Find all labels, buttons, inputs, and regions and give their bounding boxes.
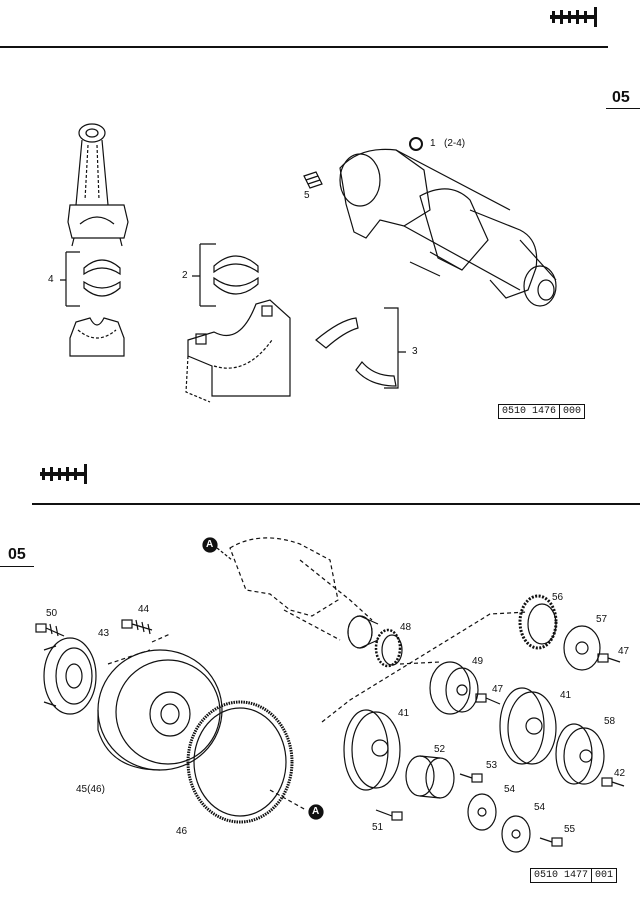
section-tag-top-underline <box>606 108 640 109</box>
section-tag-bottom-underline <box>0 566 34 567</box>
callout-1: 1 <box>430 138 436 149</box>
main-bearing-shells-2 <box>192 243 259 307</box>
connecting-rod-drawing <box>67 123 129 247</box>
callout-3: 3 <box>412 346 418 357</box>
flywheel-45 <box>97 649 223 771</box>
ref-top-part2: 1476 <box>532 406 557 417</box>
rod-bearing-shells-4 <box>60 251 121 307</box>
bolt-55 <box>539 837 563 847</box>
callout-48: 48 <box>400 622 412 633</box>
gear-56 <box>518 594 558 650</box>
callout-42: 42 <box>614 768 626 779</box>
rod-cap-drawing <box>69 317 125 357</box>
pulley-41b <box>499 687 557 765</box>
ref-bottom-part1: 0510 <box>534 870 559 881</box>
plate-54b <box>501 815 531 853</box>
crank-snout-drawing <box>347 615 379 649</box>
bolt-51 <box>375 809 403 821</box>
callout-41a: 41 <box>398 708 410 719</box>
bolt-47b <box>597 653 621 663</box>
callout-47b: 47 <box>618 646 630 657</box>
section-tag-top: 05 <box>612 89 630 106</box>
callout-58: 58 <box>604 716 616 727</box>
engine-block-icon <box>550 7 597 27</box>
ref-bottom-part3: 001 <box>591 869 616 882</box>
callout-5: 5 <box>304 190 310 201</box>
callout-50: 50 <box>46 608 58 619</box>
callout-46: 46 <box>176 826 188 837</box>
callout-56: 56 <box>552 592 564 603</box>
callout-4: 4 <box>48 274 54 285</box>
figure-reference-bottom: 0510 1477 001 <box>530 868 618 883</box>
bolt-44 <box>121 619 153 635</box>
figure-reference-top: 0510 1476 000 <box>498 404 586 419</box>
crankshaft-drawing <box>339 148 557 307</box>
marker-a-label-bottom: A <box>312 806 320 817</box>
callout-49: 49 <box>472 656 484 667</box>
callout-57: 57 <box>596 614 608 625</box>
bolt-42 <box>601 777 625 787</box>
ref-top-part1: 0510 <box>502 406 527 417</box>
ref-top-part3: 000 <box>559 405 584 418</box>
callout-1-qty: (2-4) <box>444 138 466 149</box>
pulley-41a <box>343 709 401 791</box>
pulley-49 <box>429 661 479 715</box>
hub-57 <box>563 625 601 671</box>
bolt-47a <box>475 693 501 705</box>
damper-pulley-43 <box>43 637 97 715</box>
callout-52: 52 <box>434 744 446 755</box>
marker-a-label-top: A <box>206 539 214 550</box>
ref-bottom-part2: 1477 <box>564 870 589 881</box>
marker-a-top <box>202 537 233 561</box>
callout-44: 44 <box>138 604 150 615</box>
callout-41b: 41 <box>560 690 572 701</box>
thrust-washers-3 <box>315 307 406 389</box>
bolt-50 <box>35 623 65 637</box>
crank-gear-48 <box>374 628 403 668</box>
crankshaft-reference-dashed <box>229 537 373 649</box>
hub-52 <box>405 755 455 799</box>
main-bearing-cap-drawing <box>185 299 291 403</box>
plug-ring-1 <box>409 137 423 151</box>
ring-gear-46 <box>186 700 294 824</box>
dashed-assembly-leaders <box>107 611 529 811</box>
plate-54a <box>467 793 497 831</box>
callout-43: 43 <box>98 628 110 639</box>
callout-55: 55 <box>564 824 576 835</box>
callout-2: 2 <box>182 270 188 281</box>
callout-47a: 47 <box>492 684 504 695</box>
section-divider-rule <box>32 503 640 505</box>
bolt-53 <box>459 773 483 783</box>
marker-a-bottom <box>308 804 324 820</box>
pulley-58 <box>555 723 605 785</box>
header-rule <box>0 46 608 48</box>
spring-pin-5 <box>303 171 323 189</box>
callout-54a: 54 <box>504 784 516 795</box>
callout-45: 45(46) <box>76 784 105 795</box>
section-tag-bottom: 05 <box>8 546 26 563</box>
engine-block-icon <box>40 464 87 484</box>
callout-54b: 54 <box>534 802 546 813</box>
callout-53: 53 <box>486 760 498 771</box>
callout-51: 51 <box>372 822 384 833</box>
